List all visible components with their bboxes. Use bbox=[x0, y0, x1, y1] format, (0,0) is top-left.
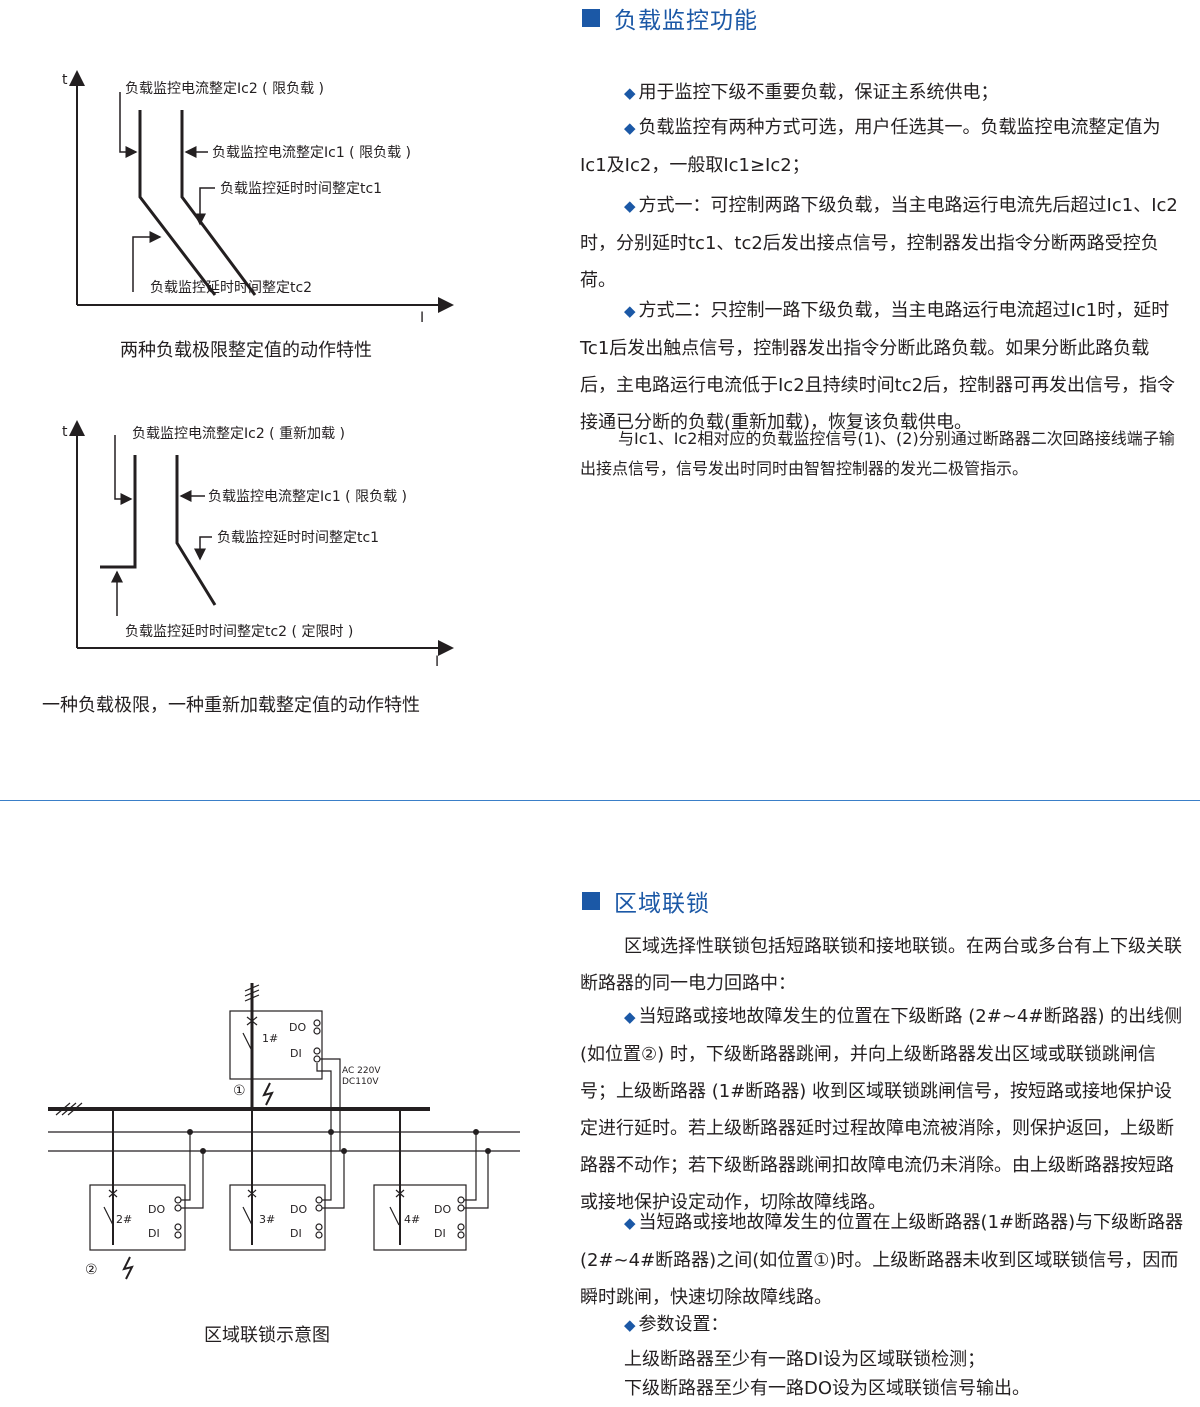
breaker-2-label: 2# bbox=[116, 1213, 132, 1226]
ac-voltage-label: AC 220V bbox=[342, 1066, 381, 1076]
square-bullet-icon bbox=[582, 892, 600, 910]
chart1-caption: 两种负载极限整定值的动作特性 bbox=[120, 340, 372, 361]
do-label: DO bbox=[148, 1203, 165, 1216]
position-2-marker: ② bbox=[85, 1262, 98, 1278]
tc2-label: 负载监控延时时间整定tc2 ( 定限时 ) bbox=[125, 624, 353, 640]
zone-para-3: ◆当短路或接地故障发生的位置在上级断路器(1#断路器)与下级断路器(2#~4#断… bbox=[580, 1212, 1184, 1308]
do-label: DO bbox=[289, 1021, 306, 1034]
do-label: DO bbox=[434, 1203, 451, 1216]
ic2-label: 负载监控电流整定Ic2 ( 限负载 ) bbox=[125, 81, 324, 97]
zone-section-title: 区域联锁 bbox=[582, 884, 710, 918]
load-para-5: 与Ic1、Ic2相对应的负载监控信号(1)、(2)分别通过断路器二次回路接线端子… bbox=[580, 429, 1175, 478]
zone-para-5: 上级断路器至少有一路DI设为区域联锁检测； bbox=[624, 1349, 986, 1370]
square-bullet-icon bbox=[582, 9, 600, 27]
di-label: DI bbox=[290, 1047, 302, 1060]
diamond-bullet-icon: ◆ bbox=[624, 1214, 636, 1232]
di-label: DI bbox=[148, 1227, 160, 1240]
breaker-1-label: 1# bbox=[262, 1032, 278, 1045]
load-para-4: ◆方式二：只控制一路下级负载，当主电路运行电流超过Ic1时，延时Tc1后发出触点… bbox=[580, 300, 1176, 433]
tc2-label: 负载监控延时时间整定tc2 bbox=[150, 280, 312, 296]
chart2-caption: 一种负载极限，一种重新加载整定值的动作特性 bbox=[42, 695, 420, 716]
tc1-label: 负载监控延时时间整定tc1 bbox=[217, 530, 379, 546]
zone-para-1: 区域选择性联锁包括短路联锁和接地联锁。在两台或多台有上下级关联断路器的同一电力回… bbox=[580, 936, 1182, 994]
diamond-bullet-icon: ◆ bbox=[624, 197, 636, 215]
wiring-caption: 区域联锁示意图 bbox=[204, 1325, 330, 1346]
di-label: DI bbox=[434, 1227, 446, 1240]
zone-para-6: 下级断路器至少有一路DO设为区域联锁信号输出。 bbox=[624, 1378, 1031, 1399]
diamond-bullet-icon: ◆ bbox=[624, 119, 636, 137]
dc-voltage-label: DC110V bbox=[342, 1077, 379, 1087]
axis-t-label: t bbox=[62, 424, 68, 440]
ic2-label: 负载监控电流整定Ic2 ( 重新加载 ) bbox=[132, 426, 345, 442]
breaker-4-label: 4# bbox=[404, 1213, 420, 1226]
axis-i-label: I bbox=[435, 654, 439, 670]
do-label: DO bbox=[290, 1203, 307, 1216]
load-curve-diagram-2: t I 负载监控电流整定Ic2 ( 重新加载 ) 负载监控电流整定Ic1 ( 限… bbox=[62, 420, 454, 670]
ic1-label: 负载监控电流整定Ic1 ( 限负载 ) bbox=[208, 489, 407, 505]
load-para-2: ◆负载监控有两种方式可选，用户任选其一。负载监控电流整定值为Ic1及Ic2，一般… bbox=[580, 117, 1161, 176]
section-divider bbox=[0, 800, 1200, 801]
load-para-1: ◆用于监控下级不重要负载，保证主系统供电； bbox=[624, 82, 999, 103]
load-para-3: ◆方式一：可控制两路下级负载，当主电路运行电流先后超过Ic1、Ic2时，分别延时… bbox=[580, 195, 1178, 291]
di-label: DI bbox=[290, 1227, 302, 1240]
zone-para-4: ◆参数设置： bbox=[624, 1314, 729, 1335]
diamond-bullet-icon: ◆ bbox=[624, 302, 636, 320]
diamond-bullet-icon: ◆ bbox=[624, 1008, 636, 1026]
breaker-3-label: 3# bbox=[259, 1213, 275, 1226]
load-curve-diagram-1: t I 负载监控电流整定Ic2 ( 限负载 ) 负载监控电流整定Ic1 ( 限负… bbox=[62, 70, 454, 326]
position-1-marker: ① bbox=[233, 1083, 246, 1099]
diamond-bullet-icon: ◆ bbox=[624, 1316, 636, 1334]
axis-i-label: I bbox=[420, 310, 424, 326]
load-section-title: 负载监控功能 bbox=[582, 1, 758, 35]
tc1-label: 负载监控延时时间整定tc1 bbox=[220, 181, 382, 197]
ic1-label: 负载监控电流整定Ic1 ( 限负载 ) bbox=[212, 145, 411, 161]
diamond-bullet-icon: ◆ bbox=[624, 84, 636, 102]
zone-para-2: ◆当短路或接地故障发生的位置在下级断路 (2#~4#断路器) 的出线侧 (如位置… bbox=[580, 1006, 1183, 1213]
axis-t-label: t bbox=[62, 72, 68, 88]
zone-interlock-wiring-diagram: 1# DO DI AC 220V DC110V 2# DO DI 3# DO D… bbox=[48, 983, 520, 1280]
